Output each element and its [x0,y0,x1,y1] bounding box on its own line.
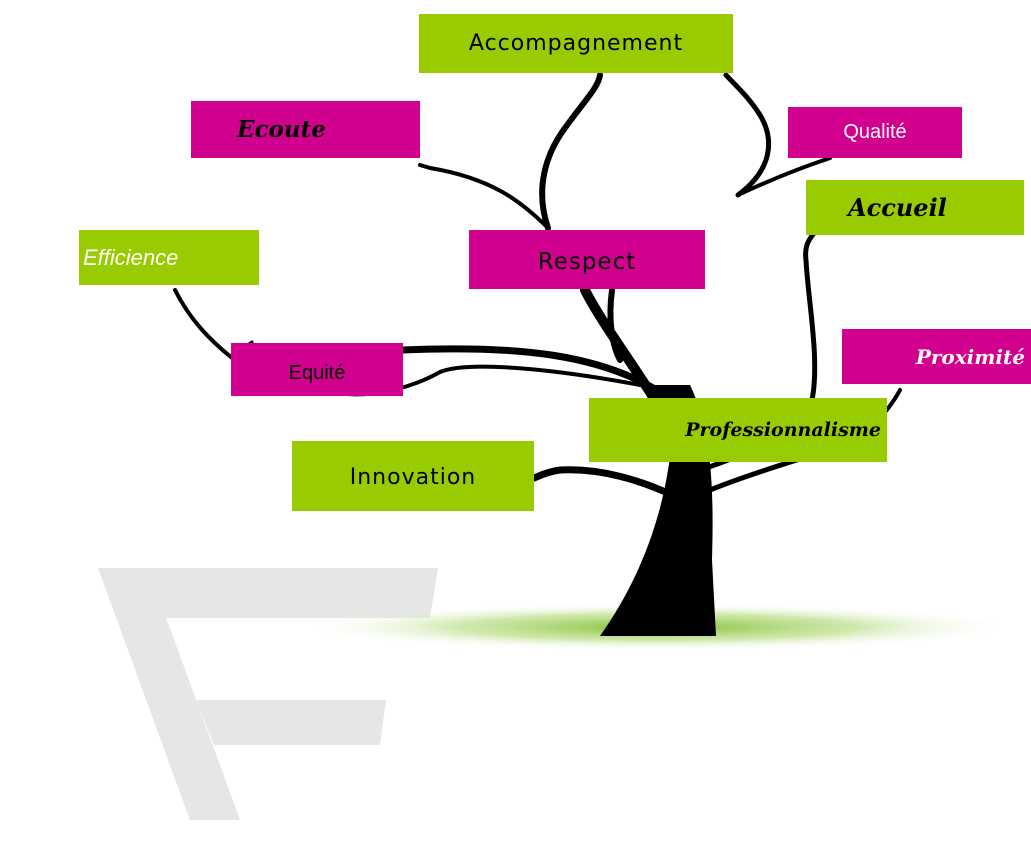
label-respect: Respect [469,230,705,289]
label-innovation: Innovation [292,441,534,511]
label-equite: Equité [231,343,403,396]
branch-to-innovation [530,466,676,499]
branch-to-qualite [736,156,832,197]
branch-to-equite [399,345,664,396]
label-accompagnement: Accompagnement [419,14,733,73]
branch-to-ecoute [418,163,550,230]
label-proximite: Proximité [842,329,1031,384]
label-ecoute: Ecoute [191,101,420,158]
label-accueil: Accueil [806,180,1024,235]
branch-to-efficience [173,288,234,360]
branch-top-left [539,72,603,231]
branch-respect-right [607,287,623,363]
label-professionnalisme: Professionnalisme [589,398,887,462]
label-efficience: Efficience [79,230,259,285]
branch-top-right [723,72,772,198]
label-qualite: Qualité [788,107,962,158]
